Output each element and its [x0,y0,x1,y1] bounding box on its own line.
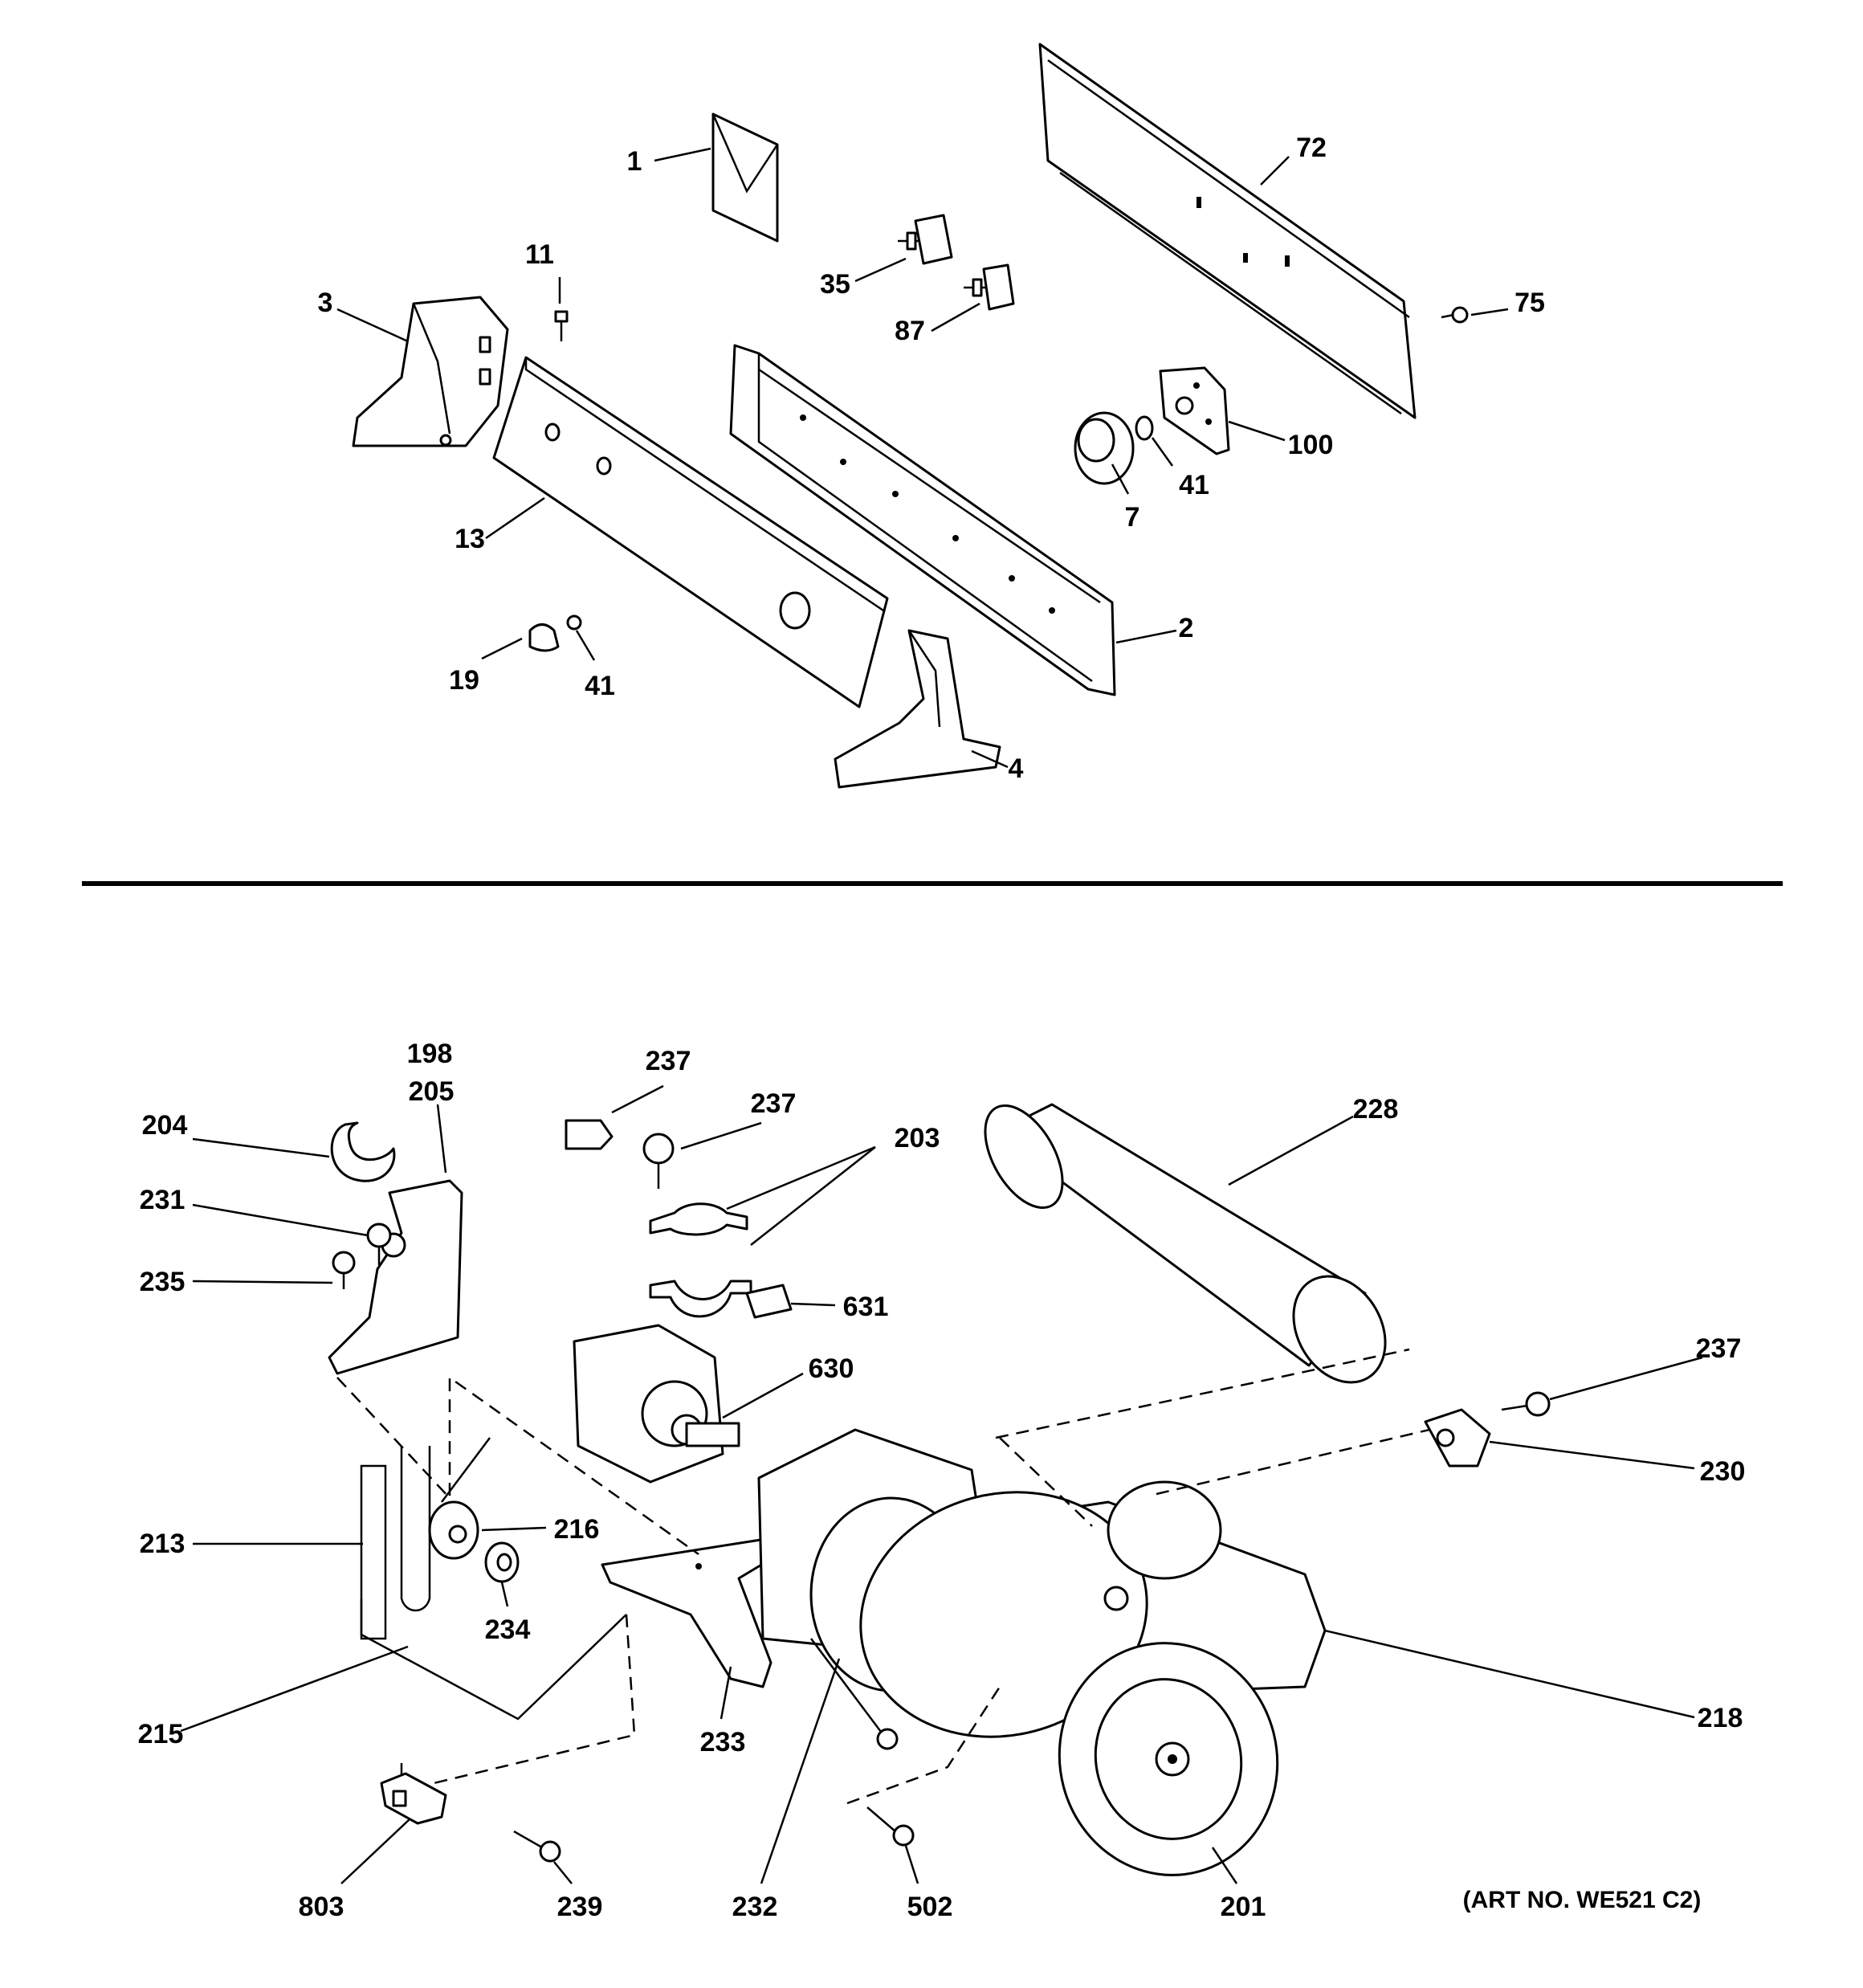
timer-100-part [1159,366,1230,455]
clip-41-lower-part [566,614,582,631]
label-part-237-a: 237 [646,1046,691,1076]
clip-204-part [330,1121,396,1182]
label-part-1: 1 [627,146,642,177]
label-part-41-lower: 41 [585,671,615,701]
label-part-233: 233 [700,1727,746,1757]
knob-19-part [528,623,560,652]
label-part-237-c: 237 [1696,1333,1742,1364]
label-part-41-upper: 41 [1179,470,1209,500]
switch-803-part [380,1763,447,1825]
label-part-237-b: 237 [751,1088,797,1119]
blower-housing-218-part [757,1428,1327,1738]
thermostat-230-part [1424,1408,1491,1468]
label-part-218: 218 [1698,1703,1743,1733]
screw-239-part [513,1830,561,1863]
label-part-11: 11 [525,239,554,270]
label-part-35: 35 [820,269,850,300]
label-part-630: 630 [809,1353,854,1384]
part-labels: 1 72 11 35 3 87 75 100 41 7 13 2 19 41 4… [138,133,1746,1922]
label-part-215: 215 [138,1719,184,1749]
label-part-72: 72 [1296,133,1327,163]
label-part-231: 231 [140,1185,185,1215]
label-part-3: 3 [318,288,333,318]
label-part-87: 87 [895,316,925,346]
bracket-87-part [964,263,1015,311]
label-part-204: 204 [142,1110,188,1141]
bolt-232-part [810,1638,899,1750]
label-part-502: 502 [907,1892,953,1922]
motor-630-part [573,1324,740,1484]
screw-75-part [1441,306,1469,324]
label-part-2: 2 [1179,613,1194,643]
label-part-198: 198 [407,1039,453,1069]
label-part-230: 230 [1700,1456,1746,1487]
label-part-803: 803 [299,1892,344,1922]
screw-11-part [554,310,569,341]
label-part-100: 100 [1288,430,1334,460]
label-part-201: 201 [1221,1892,1266,1922]
belt-213-part [360,1446,431,1640]
motor-clamp-upper-part [649,1202,748,1236]
label-part-19: 19 [449,665,479,696]
label-part-234: 234 [485,1614,531,1645]
screw-237-upper-right-part [642,1133,675,1189]
motor-clamp-lower-part [649,1280,752,1318]
blower-wheel-201-part [1058,1642,1279,1876]
leader-lines [180,147,1703,1884]
screw-237-right-part [1501,1391,1551,1417]
label-part-213: 213 [140,1529,185,1559]
clip-41-upper-part [1135,415,1154,441]
label-part-75: 75 [1514,288,1545,318]
end-cap-right-part [834,629,1001,789]
rear-panel-part [1038,43,1417,419]
label-part-7: 7 [1125,502,1140,533]
connector-631-part [745,1284,793,1319]
label-part-228: 228 [1353,1094,1399,1125]
label-part-205: 205 [409,1076,455,1107]
screw-237-upper-left-part [565,1119,614,1150]
label-part-631: 631 [843,1292,889,1322]
idler-pulley-216-part [428,1437,491,1560]
label-part-232: 232 [732,1892,778,1922]
label-part-13: 13 [455,524,485,554]
idler-rod-215-part [360,1598,627,1721]
envelope-part [711,112,779,243]
bracket-35-part [898,214,953,265]
art-number: (ART NO. WE521 C2) [1463,1887,1702,1913]
label-part-216: 216 [554,1514,600,1545]
end-cap-left-part [352,296,509,447]
control-panel-frame-part [729,344,1116,696]
assembly-guide-lines [336,1348,1430,1805]
screw-502-part [866,1806,915,1847]
control-panel-front-part [492,356,889,708]
label-part-235: 235 [140,1267,185,1297]
screw-235-part [332,1251,356,1289]
motor-mount-bracket-part [328,1179,463,1375]
knob-7-part [1074,411,1135,485]
label-part-4: 4 [1009,753,1024,784]
label-part-203: 203 [895,1123,940,1153]
label-part-239: 239 [557,1892,603,1922]
exhaust-duct-part [984,1103,1387,1384]
roller-234-part [484,1541,520,1583]
